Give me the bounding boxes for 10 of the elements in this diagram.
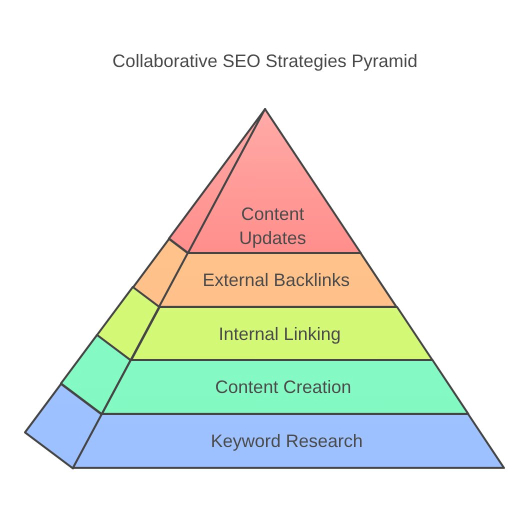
layer-label: External Backlinks — [202, 268, 350, 292]
layer-label: Keyword Research — [210, 430, 363, 454]
pyramid-side-face — [24, 382, 103, 469]
layer-label: Internal Linking — [218, 322, 341, 346]
diagram-title: Collaborative SEO Strategies Pyramid — [112, 50, 418, 72]
pyramid-side-face — [60, 334, 132, 416]
pyramid-layer — [187, 108, 362, 254]
layer-label: Content Creation — [215, 376, 352, 400]
pyramid-side-face — [96, 286, 160, 362]
layer-label: Content Updates — [238, 202, 308, 250]
